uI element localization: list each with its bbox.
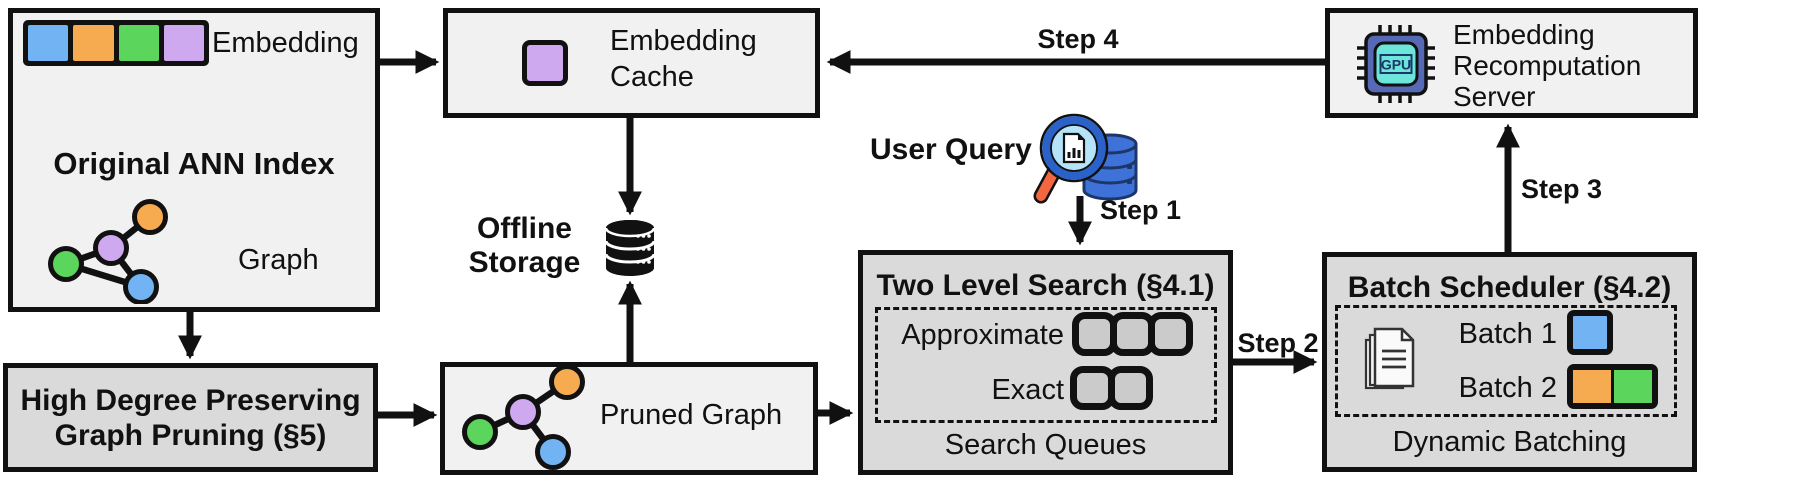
- cached-embedding-icon: [522, 40, 568, 86]
- pruned-graph-label: Pruned Graph: [600, 399, 783, 431]
- step1-label: Step 1: [1100, 195, 1182, 225]
- embedding-cell-purple: [163, 25, 204, 61]
- step4-label: Step 4: [1037, 24, 1119, 54]
- graph-pruning-title: High Degree Preserving Graph Pruning (§5…: [20, 383, 361, 452]
- database-icon: [604, 220, 656, 276]
- embedding-cache-label: Embedding Cache: [610, 25, 757, 93]
- approximate-label: Approximate: [901, 319, 1064, 351]
- exact-queue-slots: [1070, 366, 1153, 410]
- search-queues-panel: Approximate Exact: [875, 307, 1217, 423]
- queue-slot: [1108, 366, 1153, 410]
- dynamic-batching-caption: Dynamic Batching: [1392, 426, 1627, 458]
- exact-label: Exact: [991, 374, 1064, 406]
- graph-pruning-box: High Degree Preserving Graph Pruning (§5…: [3, 363, 378, 472]
- offline-storage-label: Offline Storage: [468, 212, 581, 279]
- documents-icon: [1364, 327, 1415, 390]
- batch2-item-orange: [1573, 370, 1611, 403]
- two-level-search-title: Two Level Search (§4.1): [876, 269, 1215, 302]
- embedding-vector-icon: [23, 20, 209, 66]
- pruned-graph-icon: [462, 367, 585, 470]
- recomputation-server-box: GPU Embedding Recomputation Server: [1325, 8, 1698, 118]
- gpu-icon-label: GPU: [1381, 57, 1411, 73]
- step3-label: Step 3: [1521, 174, 1603, 204]
- embedding-label: Embedding: [212, 27, 359, 59]
- original-ann-index-box: Embedding Original ANN Index Graph: [8, 8, 380, 312]
- batch1-item-blue: [1567, 310, 1613, 355]
- embedding-cell-green: [118, 25, 159, 61]
- batch2-label: Batch 2: [1458, 372, 1557, 404]
- step2-label: Step 2: [1237, 328, 1319, 358]
- two-level-search-box: Two Level Search (§4.1) Approximate Exac…: [858, 250, 1233, 475]
- query-search-icon: [1033, 113, 1138, 204]
- batch2-item-green: [1614, 370, 1652, 403]
- recomputation-server-label: Embedding Recomputation Server: [1453, 19, 1642, 112]
- search-queues-caption: Search Queues: [944, 429, 1147, 461]
- queue-slot: [1148, 312, 1193, 356]
- batch-scheduler-box: Batch Scheduler (§4.2) Batch 1 Batch 2: [1322, 252, 1697, 472]
- graph-icon: [48, 199, 168, 304]
- batch2-items: [1567, 364, 1658, 409]
- gpu-chip-icon: GPU: [1357, 25, 1435, 103]
- original-ann-index-title: Original ANN Index: [53, 146, 335, 181]
- pruned-graph-box: Pruned Graph: [440, 362, 818, 475]
- approximate-queue-slots: [1072, 312, 1193, 356]
- embedding-cache-box: Embedding Cache: [443, 8, 820, 118]
- batch-scheduler-title: Batch Scheduler (§4.2): [1347, 271, 1672, 304]
- batch1-label: Batch 1: [1458, 318, 1557, 350]
- graph-label: Graph: [238, 244, 319, 276]
- embedding-cell-blue: [28, 25, 69, 61]
- dynamic-batching-panel: Batch 1 Batch 2: [1335, 305, 1677, 417]
- user-query-label: User Query: [870, 133, 1032, 166]
- embedding-cell-orange: [73, 25, 114, 61]
